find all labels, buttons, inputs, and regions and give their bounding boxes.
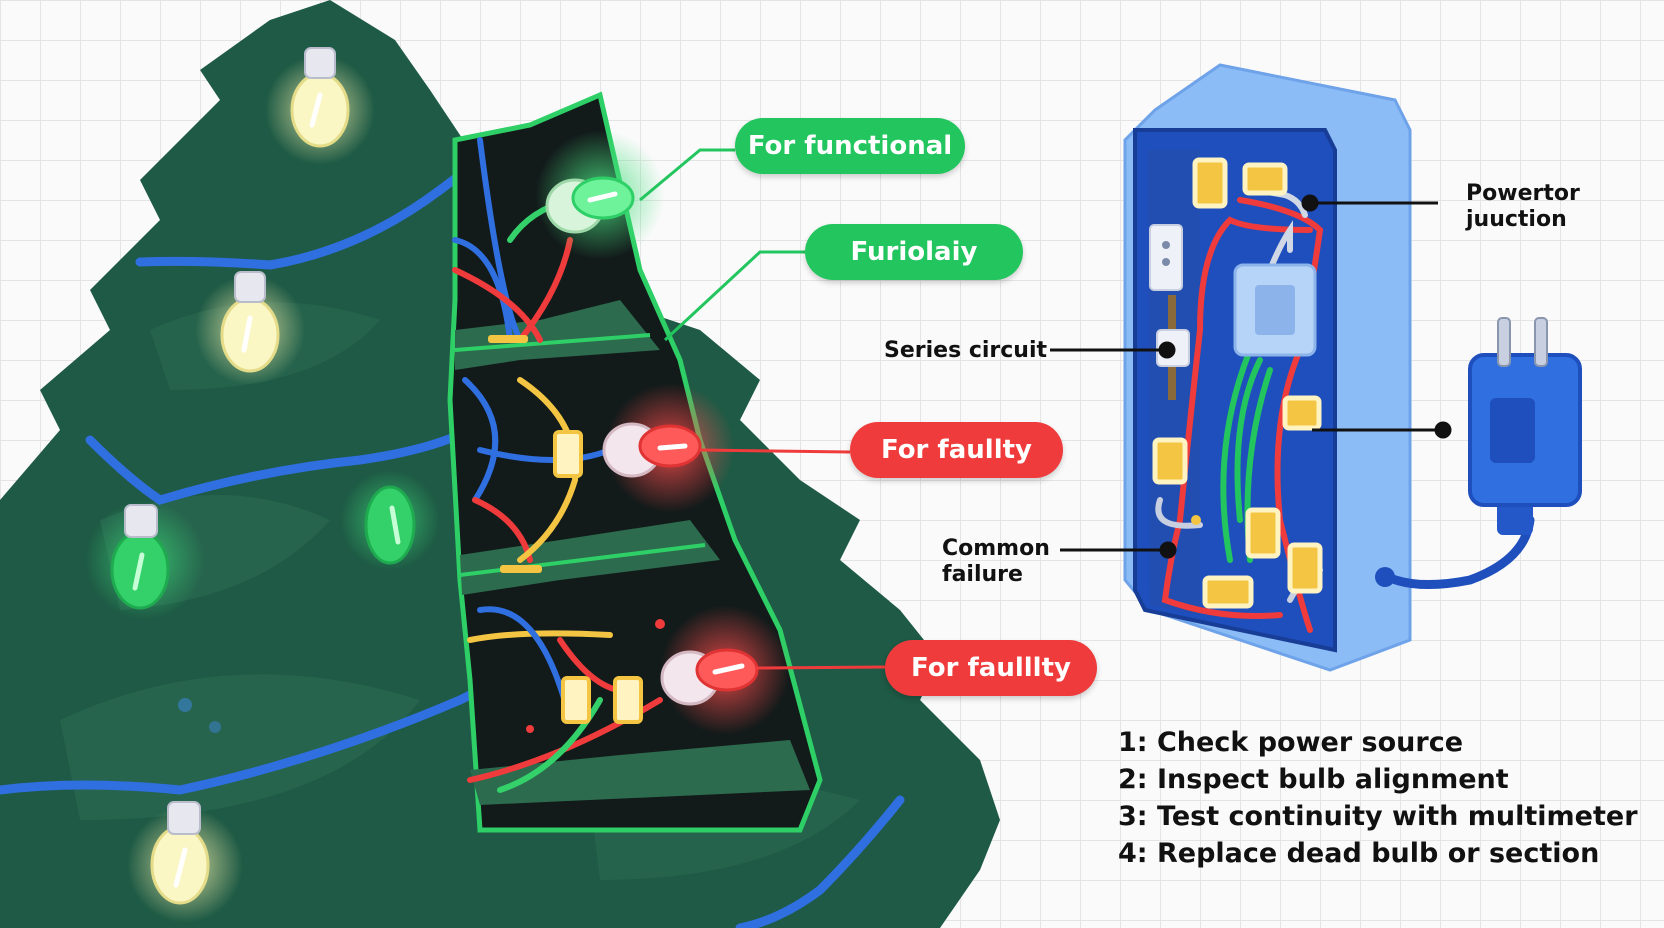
step-1: 1: Check power source: [1118, 727, 1464, 758]
step-4: 4: Replace dead bulb or section: [1118, 838, 1600, 869]
callout-faulty: For faullty: [850, 422, 1063, 478]
label-leader-lines: [1050, 194, 1452, 559]
callout-leader-lines: [639, 148, 886, 670]
label-series-circuit: Series circuit: [884, 338, 1048, 363]
label-common-failure: Common failure: [942, 536, 1050, 588]
tree-bulb-top: [265, 47, 375, 165]
label-power-junction: Powertor juuction: [1466, 181, 1580, 233]
label-common-failure-line2: failure: [942, 562, 1023, 587]
tree-bulb-bottom: [127, 801, 243, 923]
tree-bulb-left-upper: [195, 271, 305, 385]
box-fuse-components: [1152, 157, 1323, 609]
tree-bulb-green-middle: [340, 470, 440, 570]
junction-box: [1123, 63, 1412, 672]
callout-functional-secondary: Furiolaiy: [805, 224, 1023, 280]
step-2: 2: Inspect bulb alignment: [1118, 764, 1509, 795]
faulty-bulb-lower: [660, 605, 790, 735]
label-common-failure-line1: Common: [942, 536, 1050, 561]
faulty-bulb-upper: [602, 383, 735, 513]
label-power-junction-line1: Powertor: [1466, 181, 1580, 206]
tree-bulb-green-left: [85, 500, 205, 620]
functional-bulb: [535, 130, 665, 260]
step-3: 3: Test continuity with multimeter: [1118, 801, 1638, 832]
power-plug: [1375, 317, 1582, 589]
callout-faulty-secondary: For faulllty: [885, 640, 1097, 696]
troubleshooting-steps: 1: Check power source 2: Inspect bulb al…: [1118, 724, 1638, 872]
callout-functional: For functional: [735, 118, 965, 174]
label-power-junction-line2: juuction: [1466, 207, 1567, 232]
